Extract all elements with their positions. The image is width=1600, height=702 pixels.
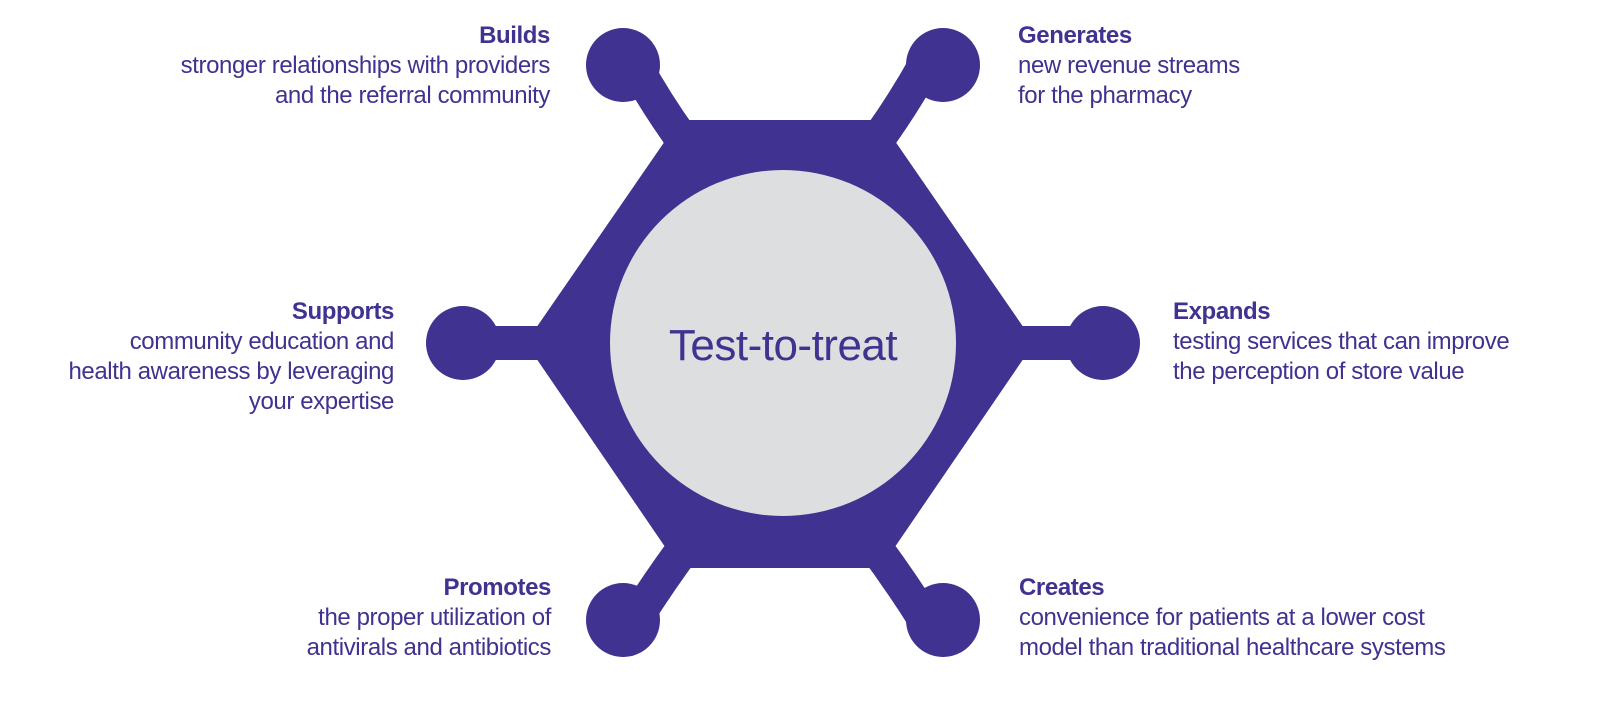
node-title-builds: Builds [479,22,550,49]
node-circle-builds [586,28,660,102]
node-text-expands-1: testing services that can improve [1173,328,1510,355]
node-text-supports-2: health awareness by leveraging [68,358,394,385]
node-text-promotes-2: antivirals and antibiotics [306,634,552,661]
node-text-generates-2: for the pharmacy [1018,82,1192,109]
node-text-builds-1: stronger relationships with providers [180,52,551,79]
node-title-supports: Supports [291,298,395,325]
node-label-expands: Expands testing services that can improv… [1173,297,1510,387]
node-label-supports: Supports community education and health … [68,297,394,417]
node-title-generates: Generates [1018,22,1132,49]
node-text-generates-1: new revenue streams [1018,52,1240,79]
node-circle-supports [426,306,500,380]
node-circle-creates [906,583,980,657]
node-circle-promotes [586,583,660,657]
center-title: Test-to-treat [669,321,898,370]
node-text-supports-1: community education and [129,328,395,355]
node-circle-expands [1066,306,1140,380]
center-circle [610,170,956,516]
node-text-promotes-1: the proper utilization of [318,604,551,631]
node-circle-generates [906,28,980,102]
node-label-creates: Creates convenience for patients at a lo… [1019,573,1446,663]
node-label-builds: Builds stronger relationships with provi… [180,21,551,111]
node-text-creates-1: convenience for patients at a lower cost [1019,604,1425,631]
node-text-supports-3: your expertise [248,388,395,415]
node-text-builds-2: and the referral community [274,82,550,109]
node-label-generates: Generates new revenue streams for the ph… [1018,21,1240,111]
node-label-promotes: Promotes the proper utilization of antiv… [306,573,552,663]
node-title-expands: Expands [1173,298,1271,325]
node-text-creates-2: model than traditional healthcare system… [1019,634,1446,661]
node-title-creates: Creates [1019,574,1105,601]
node-title-promotes: Promotes [443,574,552,601]
node-text-expands-2: the perception of store value [1173,358,1465,385]
